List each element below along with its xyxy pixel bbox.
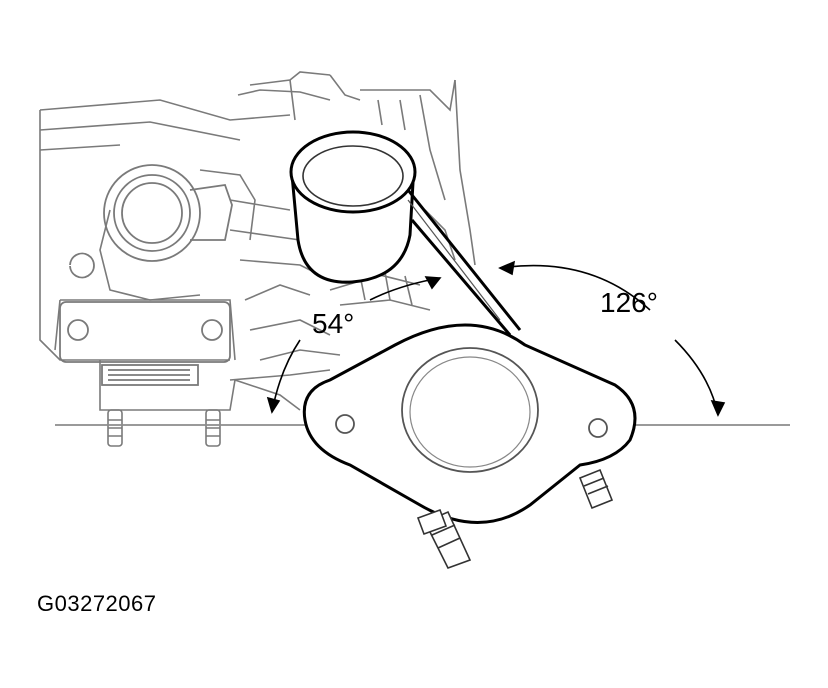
flange-port: [401, 347, 539, 473]
angle-126-label: 126°: [600, 287, 658, 318]
flange-studs: [416, 468, 614, 569]
support-rod: [406, 189, 522, 336]
figure-id: G03272067: [37, 591, 157, 616]
angle-54-label: 54°: [312, 308, 354, 339]
pipe-cylinder: [289, 130, 417, 284]
flange-bolt-hole-right: [588, 418, 608, 438]
engine-block-outline: [39, 71, 476, 411]
angle-54-arc: [266, 276, 442, 414]
flange-port-inner: [409, 356, 531, 468]
angle-126-arc: [498, 260, 726, 417]
left-round-boss: [103, 164, 233, 262]
exhaust-flange: [302, 323, 637, 524]
flange-bolt-hole-left: [335, 414, 355, 434]
lower-studs: [107, 409, 221, 447]
left-mount-bracket: [59, 252, 231, 386]
